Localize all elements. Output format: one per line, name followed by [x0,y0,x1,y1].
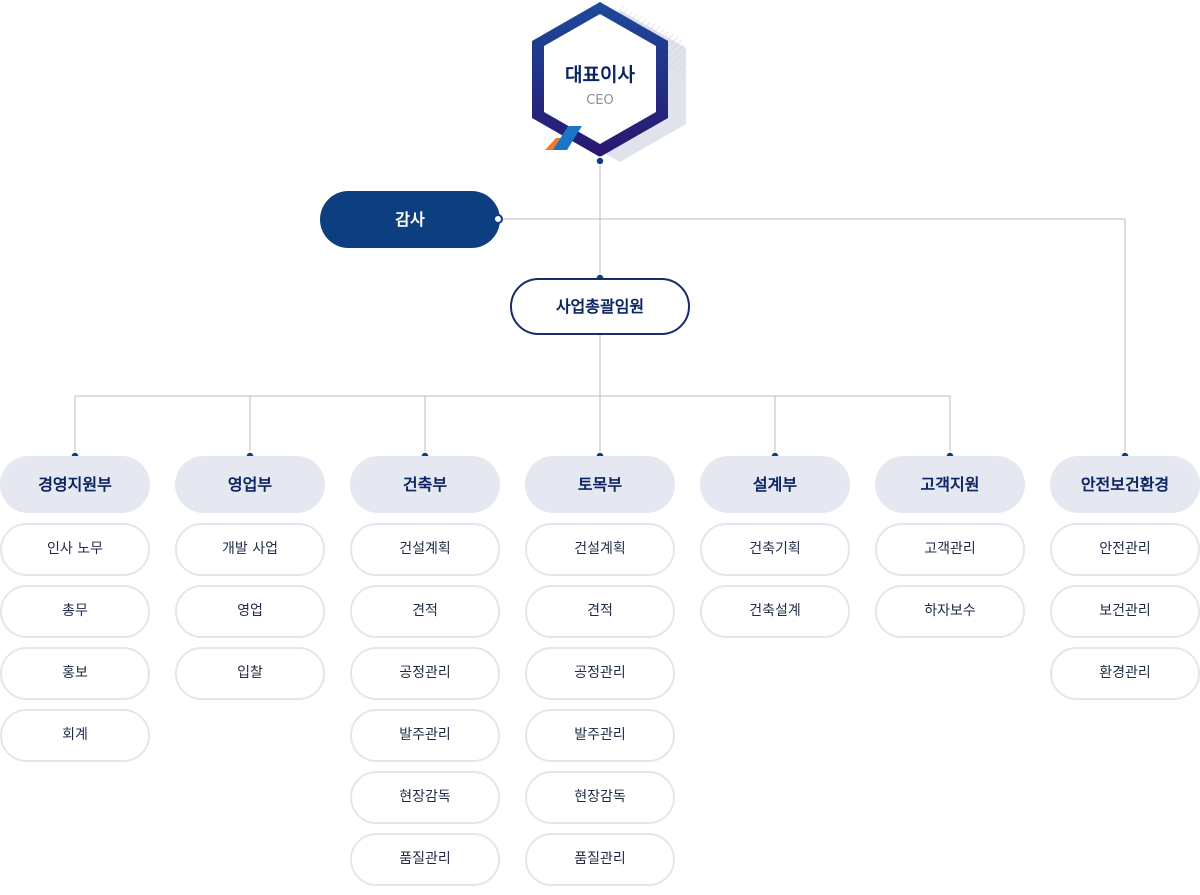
dept-item-construction-planning[interactable]: 건설계획 [350,523,500,576]
department-architecture[interactable]: 건축부 [350,456,500,513]
dept-item-order-management[interactable]: 발주관리 [525,709,675,762]
dept-item-site-supervision[interactable]: 현장감독 [525,771,675,824]
department-column-management-support: 경영지원부 인사 노무 총무 홍보 회계 [0,456,150,771]
department-column-safety-health-environment: 안전보건환경 안전관리 보건관리 환경관리 [1050,456,1200,709]
department-column-customer-support: 고객지원 고객관리 하자보수 [875,456,1025,647]
audit-connector-dot [493,214,503,224]
dept-item-pr[interactable]: 홍보 [0,647,150,700]
department-column-design: 설계부 건축기획 건축설계 [700,456,850,647]
dept-item-process-management[interactable]: 공정관리 [525,647,675,700]
dept-item-hr-labor[interactable]: 인사 노무 [0,523,150,576]
department-column-civil-engineering: 토목부 건설계획 견적 공정관리 발주관리 현장감독 품질관리 [525,456,675,895]
department-safety-health-environment[interactable]: 안전보건환경 [1050,456,1200,513]
executive-node[interactable]: 사업총괄임원 [510,278,690,335]
dept-item-safety-management[interactable]: 안전관리 [1050,523,1200,576]
department-column-sales: 영업부 개발 사업 영업 입찰 [175,456,325,709]
dept-item-defect-repair[interactable]: 하자보수 [875,585,1025,638]
connector-lines [74,160,1126,456]
hexagon-logo-icon [545,126,582,150]
dept-item-order-management[interactable]: 발주관리 [350,709,500,762]
dept-item-environment-management[interactable]: 환경관리 [1050,647,1200,700]
dept-item-estimation[interactable]: 견적 [525,585,675,638]
department-management-support[interactable]: 경영지원부 [0,456,150,513]
connector-dot-icon [493,214,503,224]
dept-item-sales[interactable]: 영업 [175,585,325,638]
department-design[interactable]: 설계부 [700,456,850,513]
dept-item-quality-management[interactable]: 품질관리 [525,833,675,886]
ceo-hex-inner [544,14,656,144]
dept-item-customer-management[interactable]: 고객관리 [875,523,1025,576]
dept-item-estimation[interactable]: 견적 [350,585,500,638]
ceo-title: 대표이사 [565,64,635,86]
dept-item-quality-management[interactable]: 품질관리 [350,833,500,886]
department-column-architecture: 건축부 건설계획 견적 공정관리 발주관리 현장감독 품질관리 [350,456,500,895]
dept-item-health-management[interactable]: 보건관리 [1050,585,1200,638]
dept-item-bidding[interactable]: 입찰 [175,647,325,700]
dept-item-development-business[interactable]: 개발 사업 [175,523,325,576]
department-civil-engineering[interactable]: 토목부 [525,456,675,513]
dept-item-architecture-planning[interactable]: 건축기획 [700,523,850,576]
dept-item-construction-planning[interactable]: 건설계획 [525,523,675,576]
dept-item-site-supervision[interactable]: 현장감독 [350,771,500,824]
ceo-subtitle: CEO [586,93,614,108]
dept-item-process-management[interactable]: 공정관리 [350,647,500,700]
department-sales[interactable]: 영업부 [175,456,325,513]
ceo-hexagon[interactable] [532,2,668,157]
dept-item-architecture-design[interactable]: 건축설계 [700,585,850,638]
department-customer-support[interactable]: 고객지원 [875,456,1025,513]
audit-node[interactable]: 감사 [320,191,500,248]
connector-dot-icon [595,156,605,166]
dept-item-accounting[interactable]: 회계 [0,709,150,762]
dept-item-general-affairs[interactable]: 총무 [0,585,150,638]
